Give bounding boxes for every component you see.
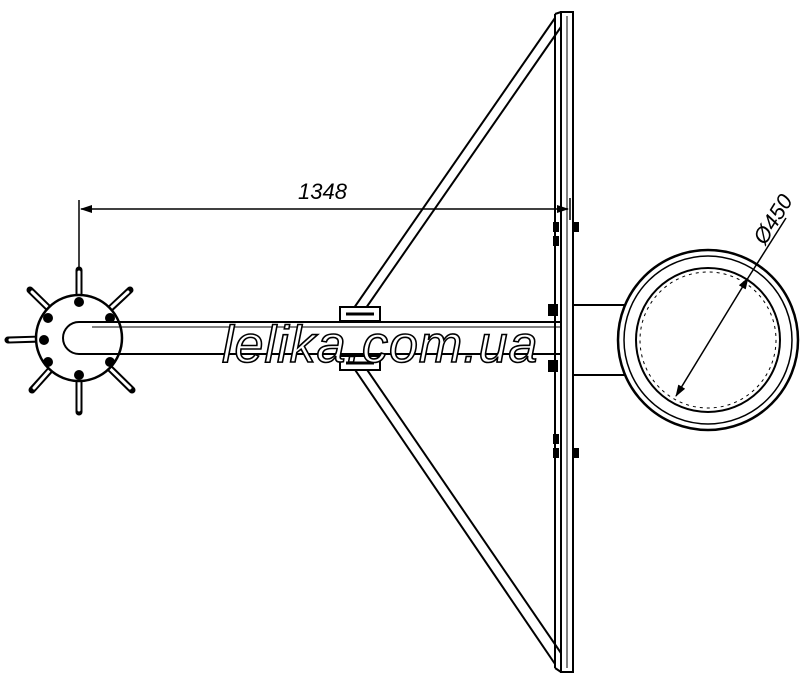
length-dimension-label: 1348: [298, 179, 348, 204]
diameter-dimension-label: Ø450: [748, 189, 799, 249]
mast-brackets: [548, 222, 579, 458]
reflector-mast: [554, 11, 574, 673]
pipe-clamp-ring: [616, 248, 800, 432]
boom-clamps: [339, 306, 381, 371]
length-dimension: [78, 198, 571, 268]
boom-tube: [62, 321, 560, 355]
brace-struts: [346, 17, 564, 665]
hub-disc: [34, 293, 124, 383]
diameter-dimension: [675, 217, 787, 397]
watermark-text: lelika.com.ua: [222, 316, 538, 374]
